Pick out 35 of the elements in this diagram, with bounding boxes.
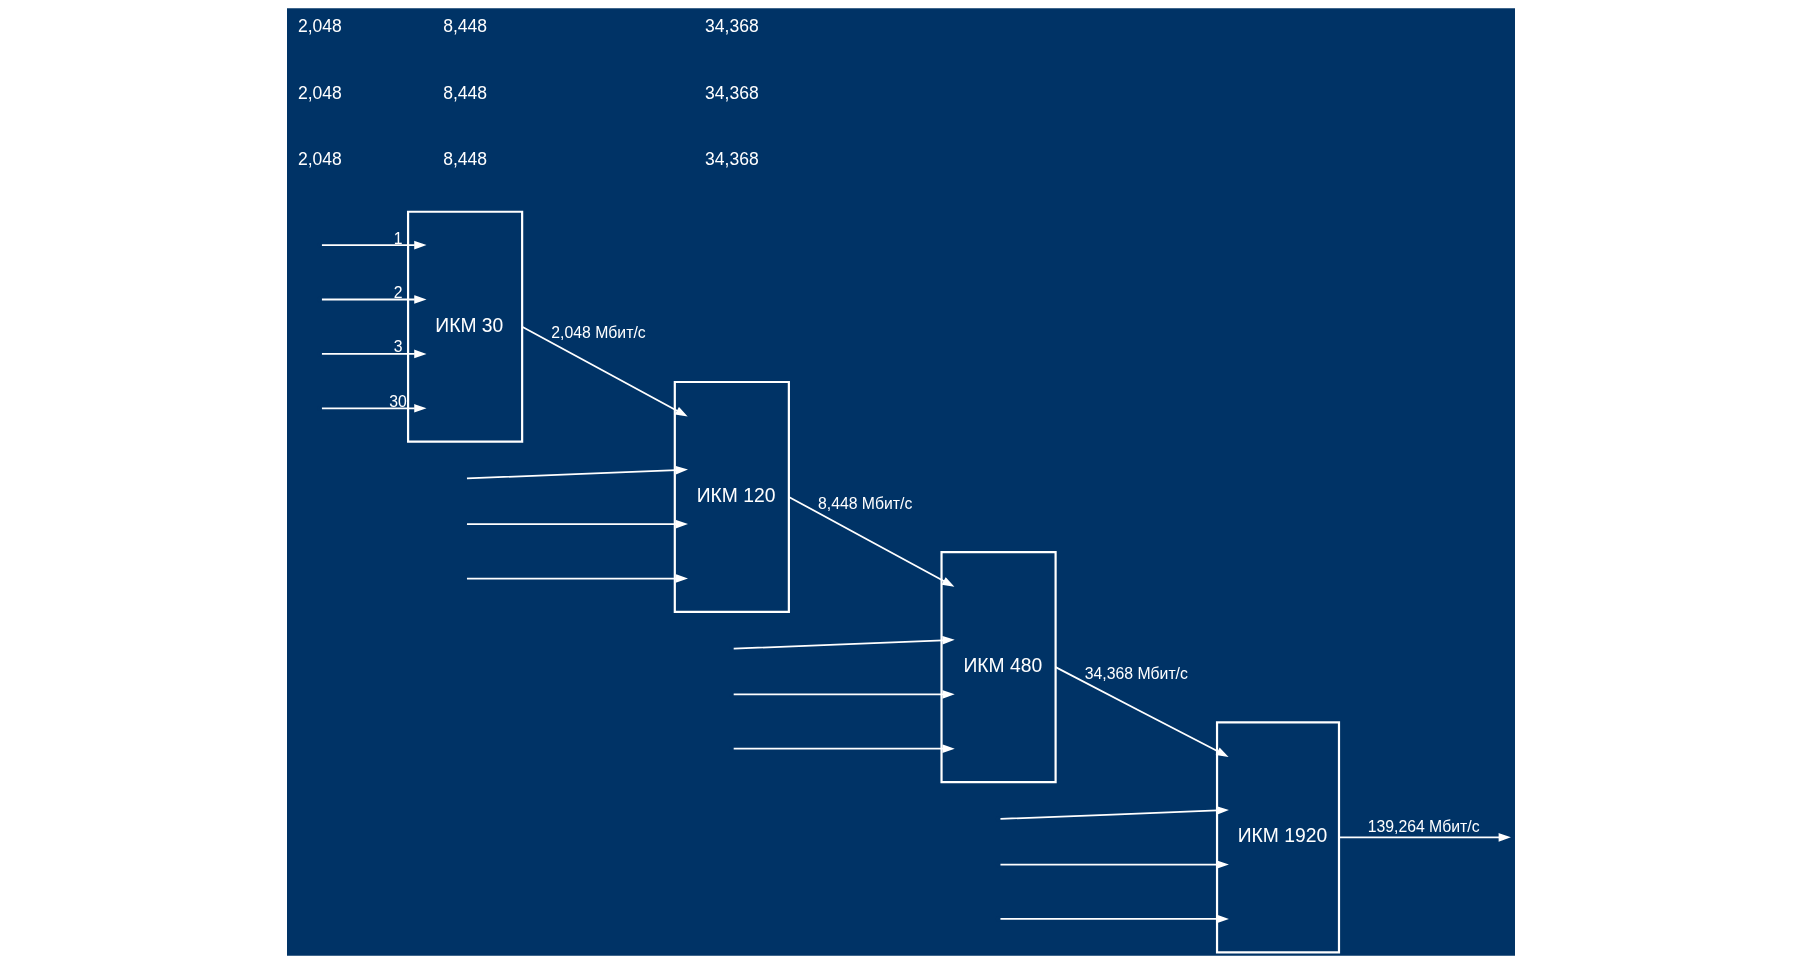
edge-label: 34,368 Мбит/с bbox=[1084, 664, 1188, 682]
arrow bbox=[1337, 833, 1511, 842]
label: 8,448 bbox=[442, 82, 487, 103]
arrow bbox=[320, 349, 426, 359]
label: 8,448 bbox=[442, 15, 487, 36]
arrow bbox=[320, 404, 426, 413]
arrow bbox=[999, 806, 1229, 820]
arrow bbox=[787, 496, 954, 587]
label: 34,368 bbox=[704, 149, 759, 170]
label: 8,448 bbox=[442, 149, 487, 170]
arrow bbox=[520, 325, 688, 417]
arrow bbox=[999, 914, 1229, 924]
edge-label: 2 bbox=[393, 283, 403, 301]
arrow bbox=[1054, 666, 1229, 757]
arrow bbox=[732, 636, 955, 650]
node-box: ИКМ 30 bbox=[406, 210, 523, 443]
edge-label: 1 bbox=[393, 229, 403, 247]
arrow bbox=[320, 240, 426, 250]
arrow bbox=[320, 295, 426, 304]
label: 2,048 bbox=[297, 149, 342, 170]
arrow bbox=[732, 690, 955, 699]
arrow bbox=[732, 744, 955, 754]
label: 2,048 bbox=[297, 82, 342, 103]
edge-label: 3 bbox=[393, 338, 403, 356]
edge-label: 8,448 Мбит/с bbox=[817, 494, 912, 512]
arrow bbox=[465, 519, 688, 529]
edge-label: 30 bbox=[388, 392, 407, 410]
edge-label: 2,048 Мбит/с bbox=[550, 324, 646, 342]
arrow bbox=[465, 574, 688, 583]
arrow bbox=[465, 465, 688, 480]
arrow bbox=[999, 860, 1229, 869]
label: 34,368 bbox=[704, 15, 759, 36]
edge-label: 139,264 Мбит/с bbox=[1367, 818, 1480, 836]
label: 2,048 bbox=[297, 15, 342, 36]
label: 34,368 bbox=[704, 82, 759, 103]
